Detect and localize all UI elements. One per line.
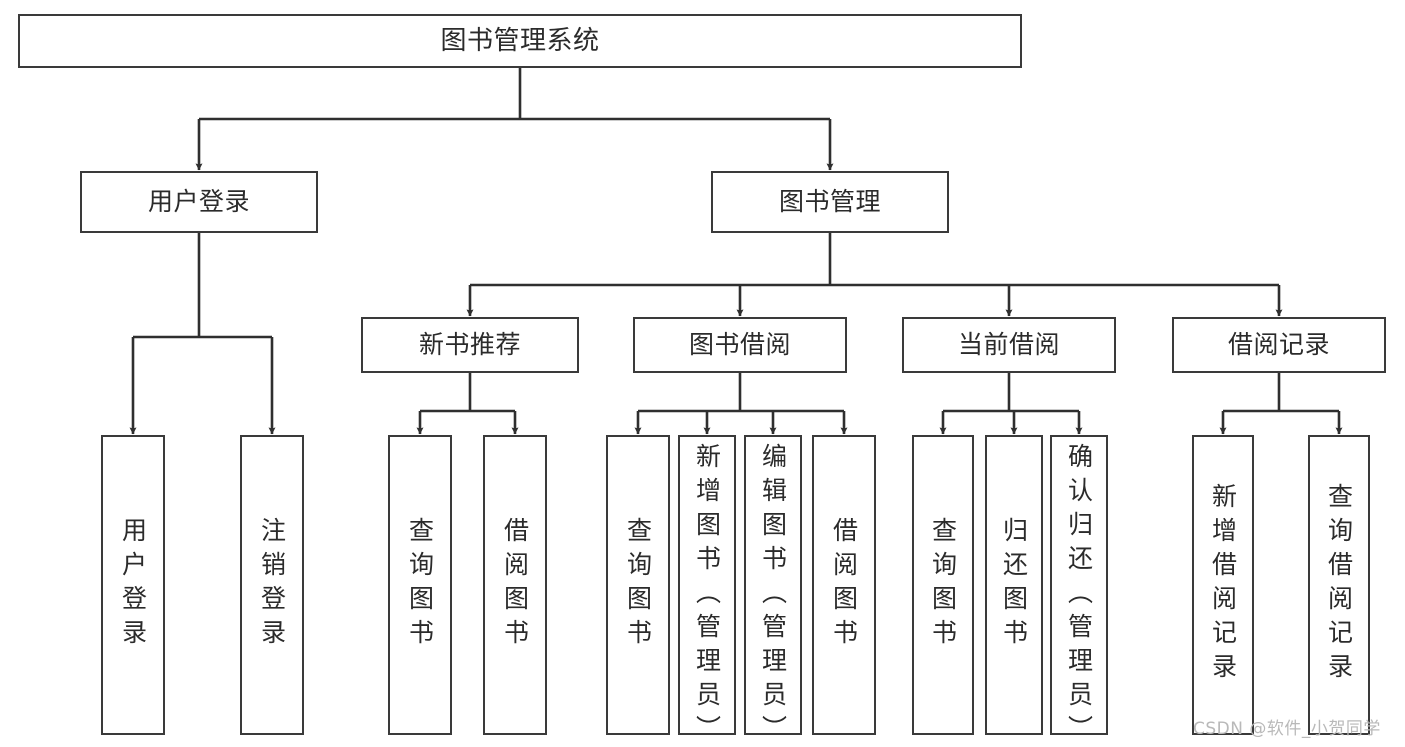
node-leaf-borrow-book-1[interactable]: 借阅图书: [483, 435, 547, 735]
node-label: 图书管理系统: [440, 25, 600, 56]
node-leaf-query-book-2[interactable]: 查询图书: [606, 435, 670, 735]
node-label: 借阅图书: [500, 517, 530, 653]
node-leaf-user-login[interactable]: 用户登录: [101, 435, 165, 735]
node-label: 查询图书: [928, 517, 958, 653]
node-leaf-confirm-return[interactable]: 确认归还（管理员）: [1050, 435, 1108, 747]
node-label: 查询图书: [405, 517, 435, 653]
node-label: 当前借阅: [957, 330, 1060, 360]
node-label: 借阅记录: [1227, 330, 1330, 360]
node-label: 借阅图书: [829, 517, 859, 653]
csdn-watermark: CSDN @软件_小贺同学: [1193, 719, 1381, 739]
node-leaf-edit-book[interactable]: 编辑图书（管理员）: [744, 435, 802, 747]
node-label: 新增图书（管理员）: [692, 443, 722, 747]
node-book-manage[interactable]: 图书管理: [711, 171, 949, 233]
node-leaf-add-record[interactable]: 新增借阅记录: [1192, 435, 1254, 735]
node-label: 查询借阅记录: [1324, 483, 1354, 687]
node-current-borrow[interactable]: 当前借阅: [902, 317, 1116, 373]
node-leaf-add-book[interactable]: 新增图书（管理员）: [678, 435, 736, 747]
node-root[interactable]: 图书管理系统: [18, 14, 1022, 68]
node-leaf-query-book-3[interactable]: 查询图书: [912, 435, 974, 735]
node-label: 注销登录: [257, 517, 287, 653]
node-label: 查询图书: [623, 517, 653, 653]
node-label: 用户登录: [147, 187, 250, 217]
node-borrow-record[interactable]: 借阅记录: [1172, 317, 1386, 373]
node-leaf-query-record[interactable]: 查询借阅记录: [1308, 435, 1370, 735]
node-label: 编辑图书（管理员）: [758, 443, 788, 747]
node-leaf-query-book-1[interactable]: 查询图书: [388, 435, 452, 735]
node-leaf-logout[interactable]: 注销登录: [240, 435, 304, 735]
node-new-book-rec[interactable]: 新书推荐: [361, 317, 579, 373]
node-label: 用户登录: [118, 517, 148, 653]
node-label: 图书借阅: [688, 330, 791, 360]
node-label: 新书推荐: [418, 330, 521, 360]
node-label: 图书管理: [778, 187, 881, 217]
node-book-borrow[interactable]: 图书借阅: [633, 317, 847, 373]
node-leaf-borrow-book-2[interactable]: 借阅图书: [812, 435, 876, 735]
node-label: 归还图书: [999, 517, 1029, 653]
node-leaf-return-book[interactable]: 归还图书: [985, 435, 1043, 735]
node-label: 确认归还（管理员）: [1064, 443, 1094, 747]
node-label: 新增借阅记录: [1208, 483, 1238, 687]
node-user-login[interactable]: 用户登录: [80, 171, 318, 233]
